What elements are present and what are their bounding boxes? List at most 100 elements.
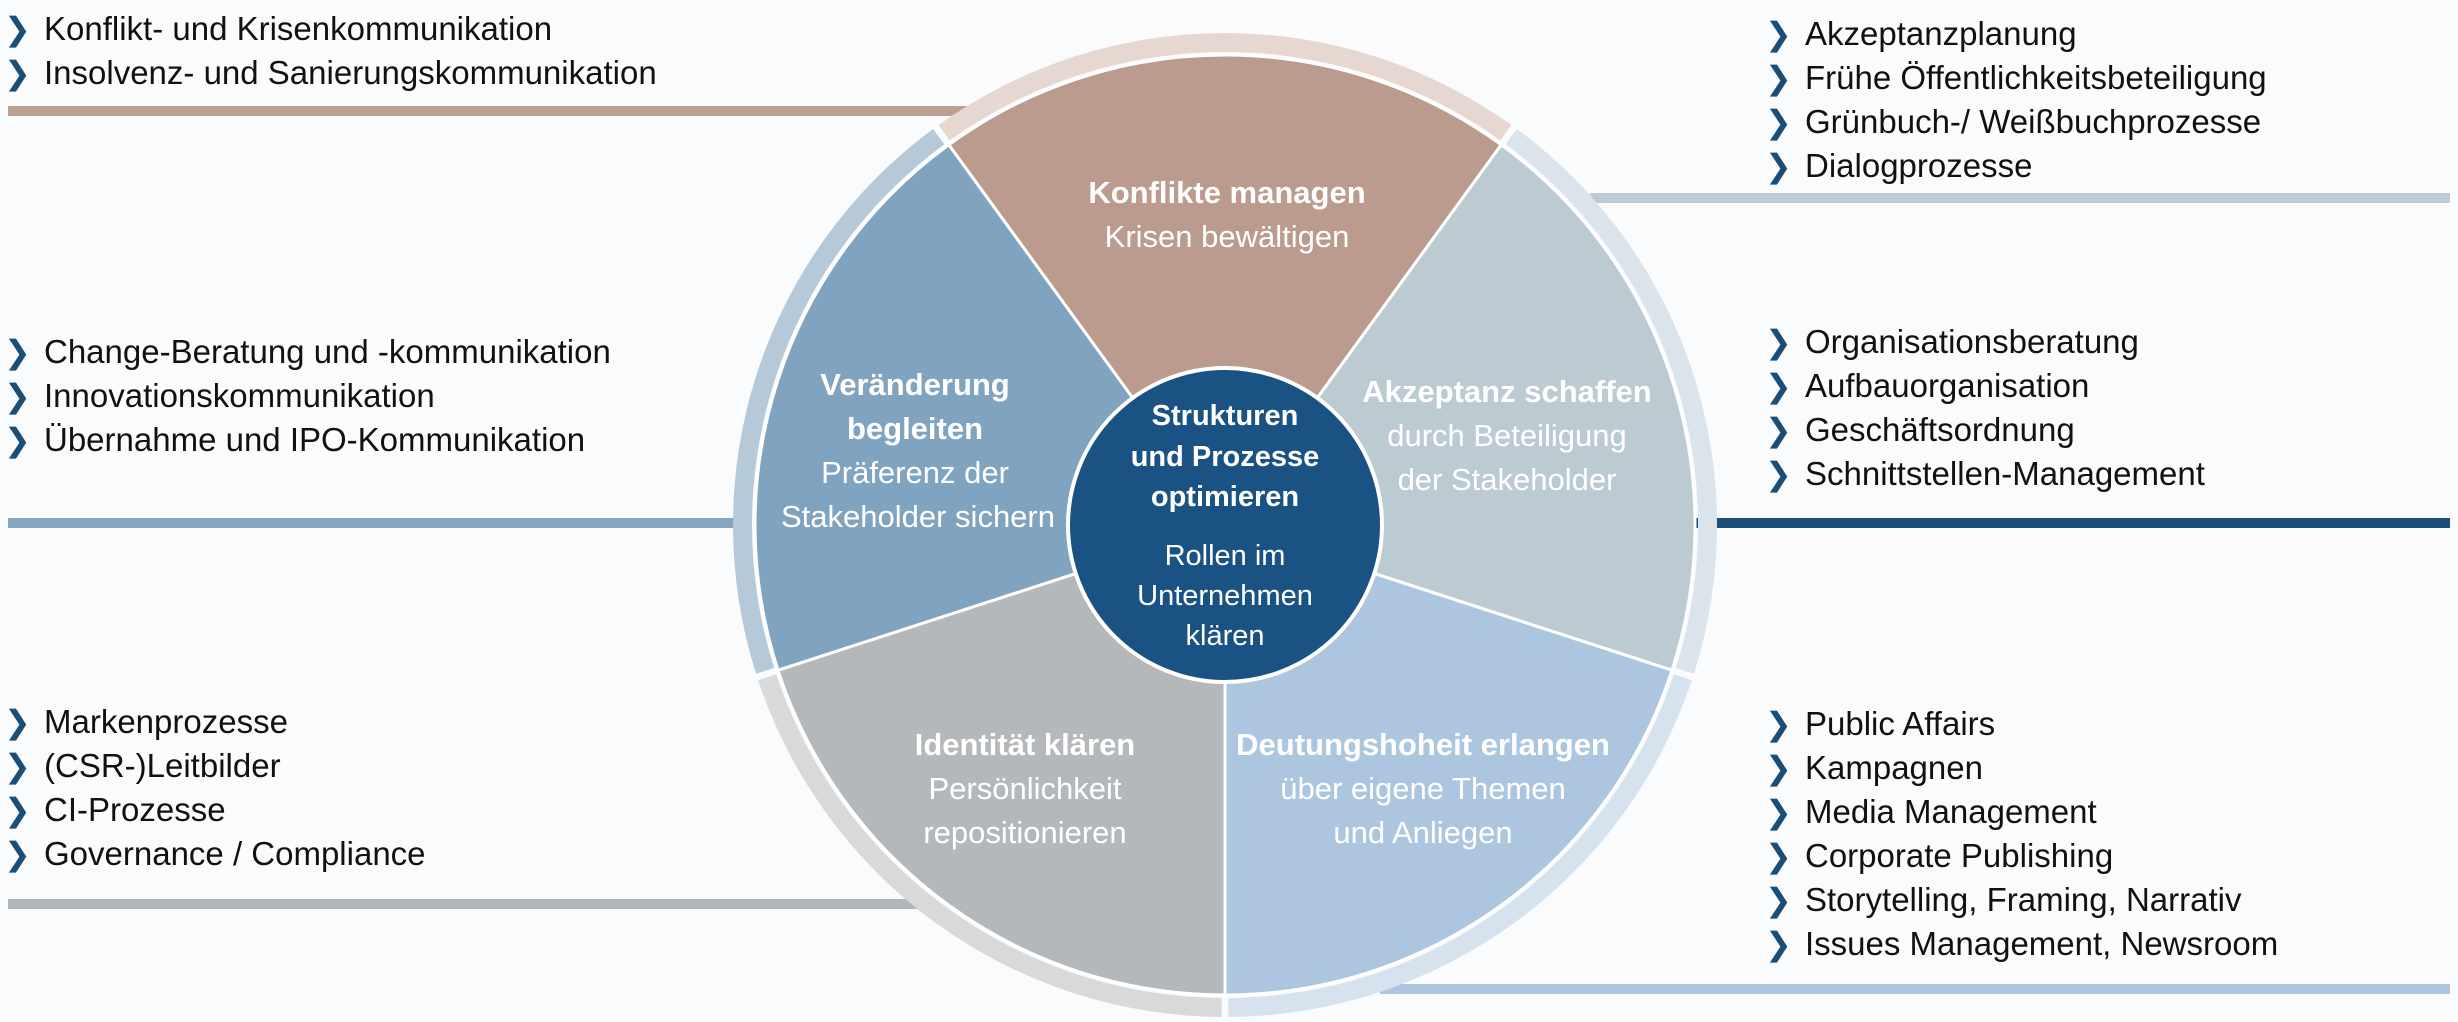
list-item: ❯ Organisationsberatung (1765, 320, 2205, 364)
segment-deutung-title: Deutungshoheit erlangen (1236, 727, 1610, 762)
chevron-right-icon: ❯ (1765, 60, 1792, 96)
connector-bar-top-left (8, 106, 968, 116)
list-item: ❯ Markenprozesse (4, 700, 426, 744)
list-item: ❯ Dialogprozesse (1765, 144, 2267, 188)
segment-konflikte (946, 53, 1504, 528)
list-bottom-left: ❯ Markenprozesse ❯ (CSR-)Leitbilder ❯ CI-Pr… (4, 700, 426, 876)
segment-deutung (1223, 522, 1674, 997)
list-item-label: Geschäftsordnung (1805, 411, 2075, 448)
chevron-right-icon: ❯ (1765, 706, 1792, 742)
list-item-label: (CSR-)Leitbilder (44, 747, 281, 784)
list-item-label: CI-Prozesse (44, 791, 226, 828)
chevron-right-icon: ❯ (1765, 324, 1792, 360)
list-item-label: Change-Beratung und -kommunikation (44, 333, 611, 370)
list-item: ❯Übernahme und IPO-Kommunikation (4, 418, 611, 462)
chevron-right-icon: ❯ (4, 792, 31, 828)
list-item: ❯ Innovationskommunikation (4, 374, 611, 418)
connector-bar-top-right (1590, 193, 2450, 203)
segment-deutung-subtitle-line1: über eigene Themen (1280, 771, 1566, 806)
ring-arc-akzeptanz (1505, 128, 1718, 674)
chevron-right-icon: ❯ (1765, 456, 1792, 492)
segment-akzeptanz-subtitle-line1: durch Beteiligung (1387, 418, 1627, 453)
list-item: ❯ Konflikt- und Krisenkommunikation (4, 7, 657, 51)
chevron-right-icon: ❯ (4, 11, 31, 47)
list-item-label: Insolvenz- und Sanierungskommunikation (44, 54, 657, 91)
segment-veraenderung-title-line1: Veränderung (820, 367, 1010, 402)
list-item-label: Frühe Öffentlichkeitsbeteiligung (1805, 59, 2267, 96)
chevron-right-icon: ❯ (4, 334, 31, 370)
center-title-line3: optimieren (1151, 481, 1299, 513)
ring-arc-identitaet (758, 674, 1222, 1017)
list-item: ❯Schnittstellen-Management (1765, 452, 2205, 496)
ring-arc-deutung (1228, 674, 1692, 1017)
chevron-right-icon: ❯ (1765, 882, 1792, 918)
list-item: ❯Governance / Compliance (4, 832, 426, 876)
list-item: ❯ Kampagnen (1765, 746, 2278, 790)
list-item: ❯ Corporate Publishing (1765, 834, 2278, 878)
chevron-right-icon: ❯ (4, 378, 31, 414)
list-item: ❯ Change-Beratung und -kommunikation (4, 330, 611, 374)
center-title-line2: und Prozesse (1131, 441, 1320, 473)
center-title-line1: Strukturen (1152, 400, 1299, 432)
chevron-right-icon: ❯ (4, 704, 31, 740)
segment-deutung-subtitle-line2: und Anliegen (1333, 815, 1512, 850)
list-item-label: Konflikt- und Krisenkommunikation (44, 10, 553, 47)
center-circle (1066, 366, 1384, 684)
segment-konflikte-subtitle: Krisen bewältigen (1105, 219, 1350, 254)
ring-arc-konflikte (938, 32, 1512, 141)
list-item-label: Akzeptanzplanung (1805, 15, 2077, 52)
chevron-right-icon: ❯ (1765, 104, 1792, 140)
list-item: ❯ Issues Management, Newsroom (1765, 922, 2278, 966)
list-item-label: Markenprozesse (44, 703, 288, 740)
center-subtitle-line3: klären (1186, 620, 1265, 652)
list-top-left: ❯ Konflikt- und Krisenkommunikation ❯ Inso… (4, 7, 657, 95)
chevron-right-icon: ❯ (1765, 794, 1792, 830)
list-item-label: Kampagnen (1805, 749, 1983, 786)
chevron-right-icon: ❯ (1765, 148, 1792, 184)
list-mid-right: ❯Organisationsberatung ❯Aufbauorganisati… (1765, 320, 2205, 496)
list-item: ❯ CI-Prozesse (4, 788, 426, 832)
list-mid-left: ❯ Change-Beratung und -kommunikation ❯ Inn… (4, 330, 611, 462)
list-item-label: Dialogprozesse (1805, 147, 2033, 184)
chevron-right-icon: ❯ (4, 55, 31, 91)
segment-veraenderung-subtitle-line2: Stakeholder sichern (781, 499, 1055, 534)
list-item-label: Storytelling, Framing, Narrativ (1805, 881, 2242, 918)
list-item-label: Public Affairs (1805, 705, 1996, 742)
list-bottom-right: ❯ Public Affairs ❯ Kampagnen ❯ Media Manage… (1765, 702, 2278, 966)
outer-ring (733, 32, 1718, 1017)
connector-bar-mid-right (1380, 518, 2450, 528)
list-item: ❯ Frühe Öffentlichkeitsbeteiligung (1765, 56, 2267, 100)
segment-identitaet-title: Identität klären (915, 727, 1136, 762)
list-item-label: Organisationsberatung (1805, 323, 2139, 360)
segment-konflikte-title: Konflikte managen (1088, 175, 1365, 210)
segment-akzeptanz-subtitle-line2: der Stakeholder (1398, 462, 1617, 497)
list-item-label: Issues Management, Newsroom (1805, 925, 2279, 962)
chevron-right-icon: ❯ (1765, 838, 1792, 874)
list-item-label: Übernahme und IPO-Kommunikation (44, 421, 586, 458)
chevron-right-icon: ❯ (1765, 750, 1792, 786)
list-item-label: Media Management (1805, 793, 2097, 830)
chevron-right-icon: ❯ (1765, 16, 1792, 52)
center-subtitle-line1: Rollen im (1165, 540, 1286, 572)
list-item-label: Grünbuch-/ Weißbuchprozesse (1805, 103, 2262, 140)
list-item: ❯ Media Management (1765, 790, 2278, 834)
segment-veraenderung-title-line2: begleiten (847, 411, 983, 446)
list-item: ❯ Akzeptanzplanung (1765, 12, 2267, 56)
list-item-label: Innovationskommunikation (44, 377, 435, 414)
chevron-right-icon: ❯ (1765, 412, 1792, 448)
segment-identitaet (776, 522, 1227, 997)
connector-bar-bottom-left (8, 899, 928, 909)
segment-identitaet-subtitle-line1: Persönlichkeit (929, 771, 1122, 806)
chevron-right-icon: ❯ (1765, 926, 1792, 962)
list-item: ❯ Insolvenz- und Sanierungskommunikation (4, 51, 657, 95)
list-item-label: Corporate Publishing (1805, 837, 2114, 874)
list-item-label: Governance / Compliance (44, 835, 426, 872)
segment-akzeptanz-title: Akzeptanz schaffen (1362, 374, 1651, 409)
connector-bar-mid-left (8, 518, 738, 528)
list-item: ❯ Storytelling, Framing, Narrativ (1765, 878, 2278, 922)
list-item: ❯ Grünbuch-/ Weißbuchprozesse (1765, 100, 2267, 144)
list-item-label: Aufbauorganisation (1805, 367, 2090, 404)
chevron-right-icon: ❯ (4, 748, 31, 784)
list-item: ❯Aufbauorganisation (1765, 364, 2205, 408)
